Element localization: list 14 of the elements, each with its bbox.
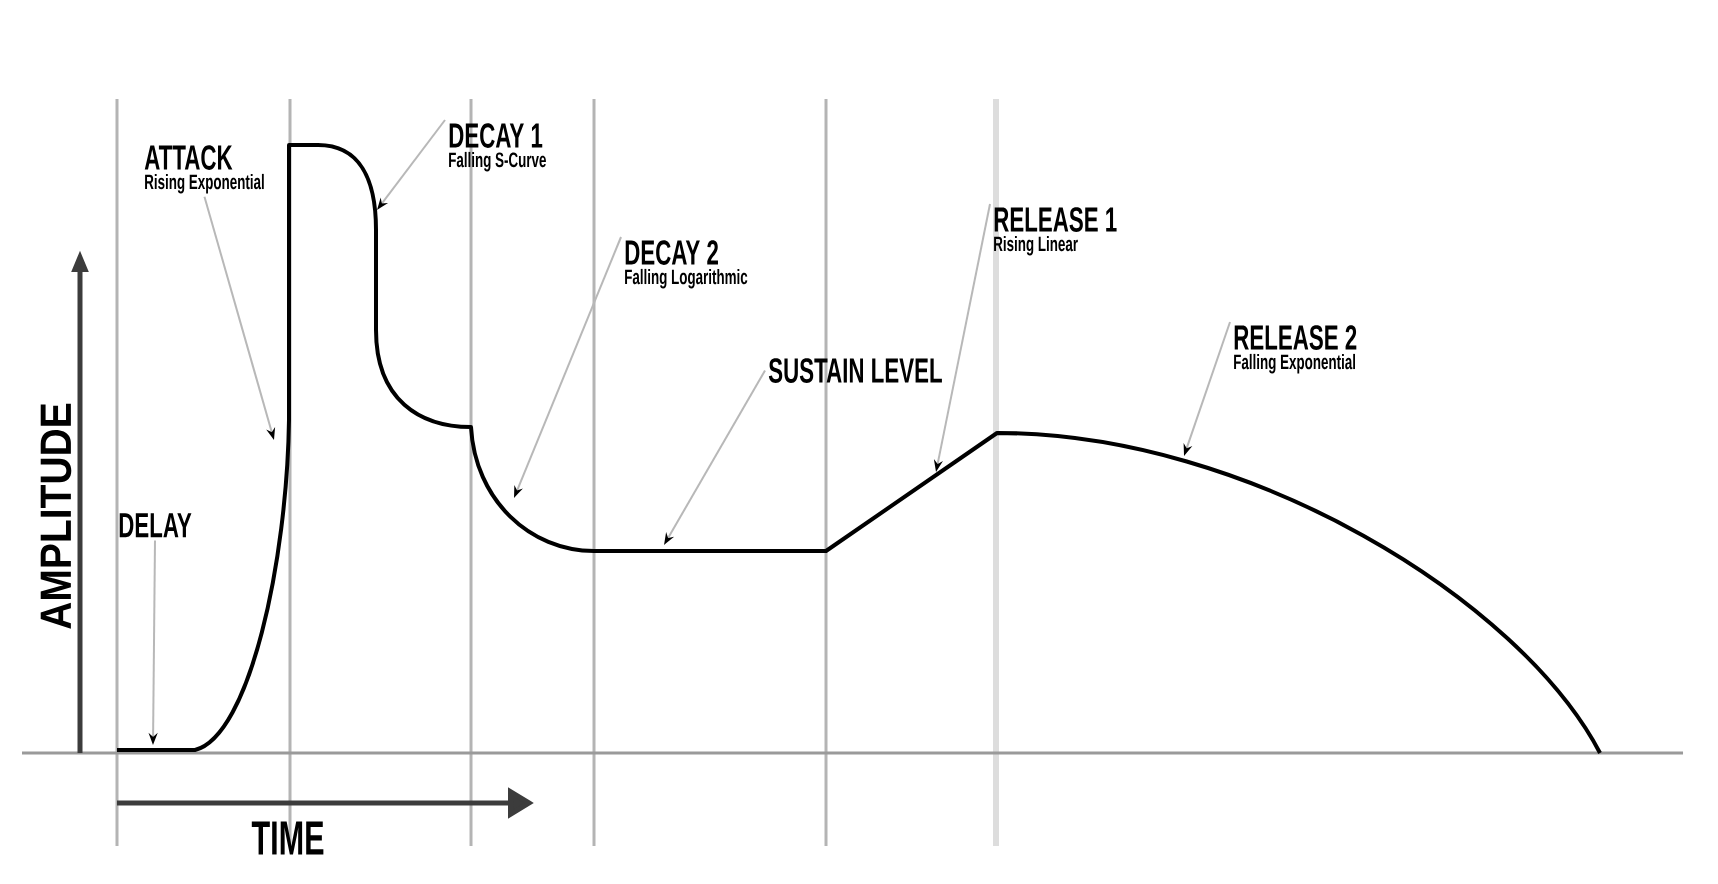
stage-heading: DECAY 2	[625, 240, 718, 265]
stage-description: Rising Linear	[994, 235, 1078, 256]
axis-title: TIME	[251, 821, 324, 855]
stage-heading: RELEASE 1	[994, 207, 1117, 232]
stage-description: Falling S-Curve	[449, 151, 546, 172]
stage-description: Falling Logarithmic	[625, 268, 748, 289]
stage-description: Rising Exponential	[145, 173, 264, 194]
stage-heading: SUSTAIN LEVEL	[768, 358, 942, 383]
stage-heading: ATTACK	[144, 145, 233, 170]
stage-heading: RELEASE 2	[1234, 325, 1357, 350]
stage-heading: DECAY 1	[449, 123, 543, 148]
stage-heading: DELAY	[119, 513, 192, 538]
axis-title: AMPLITUDE	[40, 403, 72, 629]
stage-description: Falling Exponential	[1234, 353, 1355, 374]
